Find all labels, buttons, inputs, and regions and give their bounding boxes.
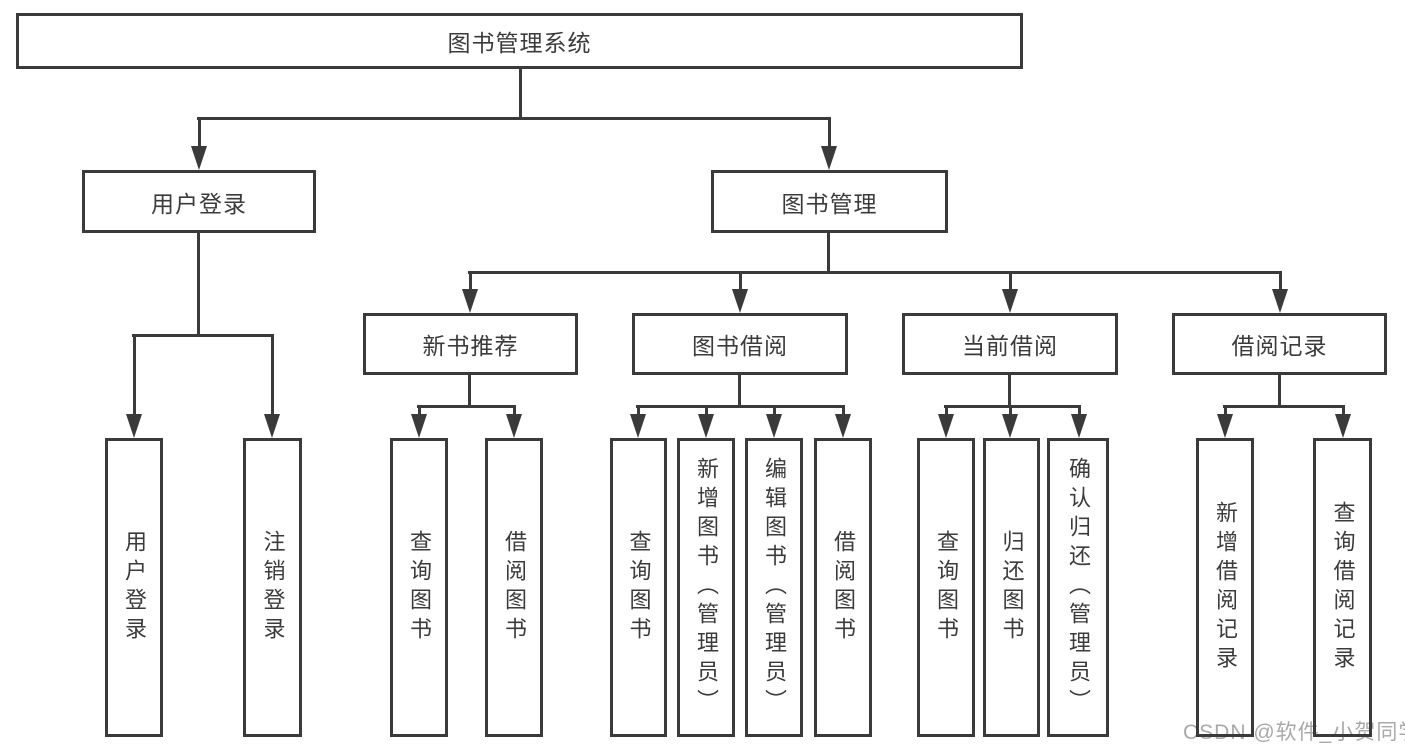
node-new-book-recommend: 新书推荐 (363, 313, 578, 375)
node-leaf-borrow-books-recommend: 借阅图书 (485, 438, 543, 737)
down-arrow-icon (191, 117, 207, 170)
node-leaf-edit-book-admin-label: 编辑图书（管理员） (762, 457, 787, 718)
down-arrow-icon (264, 334, 280, 438)
connector-rail-new-book-recommend (417, 405, 516, 408)
node-leaf-edit-book-admin: 编辑图书（管理员） (745, 438, 803, 737)
node-leaf-query-books-current: 查询图书 (917, 438, 975, 737)
node-leaf-query-books-borrowing-label: 查询图书 (626, 529, 652, 646)
down-arrow-icon (1002, 405, 1018, 438)
connector-rail-user-login (132, 334, 274, 337)
down-arrow-icon (835, 405, 851, 438)
connector-stem-book-management (827, 232, 830, 274)
node-leaf-confirm-return-admin-label: 确认归还（管理员） (1066, 457, 1091, 718)
node-leaf-query-books-borrowing: 查询图书 (610, 438, 667, 737)
node-root-label: 图书管理系统 (447, 30, 592, 56)
node-user-login-label: 用户登录 (151, 190, 247, 217)
node-book-management: 图书管理 (711, 170, 948, 233)
down-arrow-icon (126, 334, 142, 438)
node-leaf-add-borrow-record: 新增借阅记录 (1196, 438, 1254, 737)
node-leaf-query-borrow-record-label: 查询借阅记录 (1330, 500, 1356, 675)
node-leaf-user-login: 用户登录 (105, 438, 163, 737)
down-arrow-icon (630, 405, 646, 438)
down-arrow-icon (732, 271, 748, 313)
node-leaf-query-books-current-label: 查询图书 (934, 529, 959, 646)
connector-stem-user-login (197, 232, 200, 337)
down-arrow-icon (506, 405, 522, 438)
connector-stem-new-book-recommend (468, 375, 471, 408)
node-leaf-add-book-admin-label: 新增图书（管理员） (694, 457, 719, 718)
connector-stem-borrowing-records (1278, 375, 1281, 408)
node-book-borrowing: 图书借阅 (632, 313, 848, 375)
down-arrow-icon (938, 405, 954, 438)
connector-rail-book-borrowing (636, 405, 845, 408)
connector-rail-borrowing-records (1223, 405, 1345, 408)
connector-stem-current-borrowing (1008, 375, 1011, 408)
connector-rail-current-borrowing (944, 405, 1081, 408)
node-leaf-query-books-recommend-label: 查询图书 (407, 529, 432, 646)
node-leaf-confirm-return-admin: 确认归还（管理员） (1047, 438, 1109, 737)
node-borrowing-records-label: 借阅记录 (1231, 333, 1328, 359)
node-leaf-add-book-admin: 新增图书（管理员） (677, 438, 735, 737)
down-arrow-icon (462, 271, 478, 313)
node-current-borrowing-label: 当前借阅 (962, 333, 1058, 359)
connector-rail-level3 (468, 271, 1282, 274)
down-arrow-icon (411, 405, 427, 438)
connector-rail-level2 (197, 117, 831, 120)
node-leaf-query-books-recommend: 查询图书 (390, 438, 448, 737)
node-book-management-label: 图书管理 (781, 190, 878, 217)
node-leaf-return-book: 归还图书 (983, 438, 1040, 737)
node-leaf-return-book-label: 归还图书 (999, 529, 1025, 646)
node-user-login: 用户登录 (82, 170, 316, 233)
node-leaf-borrow-books-borrowing: 借阅图书 (814, 438, 872, 737)
down-arrow-icon (698, 405, 714, 438)
node-book-borrowing-label: 图书借阅 (692, 333, 788, 359)
node-current-borrowing: 当前借阅 (902, 313, 1118, 375)
node-leaf-add-borrow-record-label: 新增借阅记录 (1213, 500, 1238, 675)
node-leaf-borrow-books-recommend-label: 借阅图书 (502, 529, 527, 646)
node-leaf-logout-label: 注销登录 (260, 529, 286, 646)
connector-stem-book-borrowing (738, 375, 741, 408)
connector-stem-root (519, 69, 522, 120)
node-borrowing-records: 借阅记录 (1172, 313, 1387, 375)
down-arrow-icon (1002, 271, 1018, 313)
down-arrow-icon (1217, 405, 1233, 438)
down-arrow-icon (1071, 405, 1087, 438)
node-root-system: 图书管理系统 (16, 13, 1023, 69)
watermark-text: CSDN @软件_小贺同学 (1183, 721, 1405, 744)
down-arrow-icon (1272, 271, 1288, 313)
node-leaf-user-login-label: 用户登录 (122, 529, 147, 646)
node-leaf-logout: 注销登录 (243, 438, 302, 737)
down-arrow-icon (766, 405, 782, 438)
down-arrow-icon (1335, 405, 1351, 438)
node-leaf-query-borrow-record: 查询借阅记录 (1313, 438, 1372, 737)
node-new-book-recommend-label: 新书推荐 (422, 333, 519, 359)
node-leaf-borrow-books-borrowing-label: 借阅图书 (831, 529, 856, 646)
down-arrow-icon (821, 117, 837, 170)
